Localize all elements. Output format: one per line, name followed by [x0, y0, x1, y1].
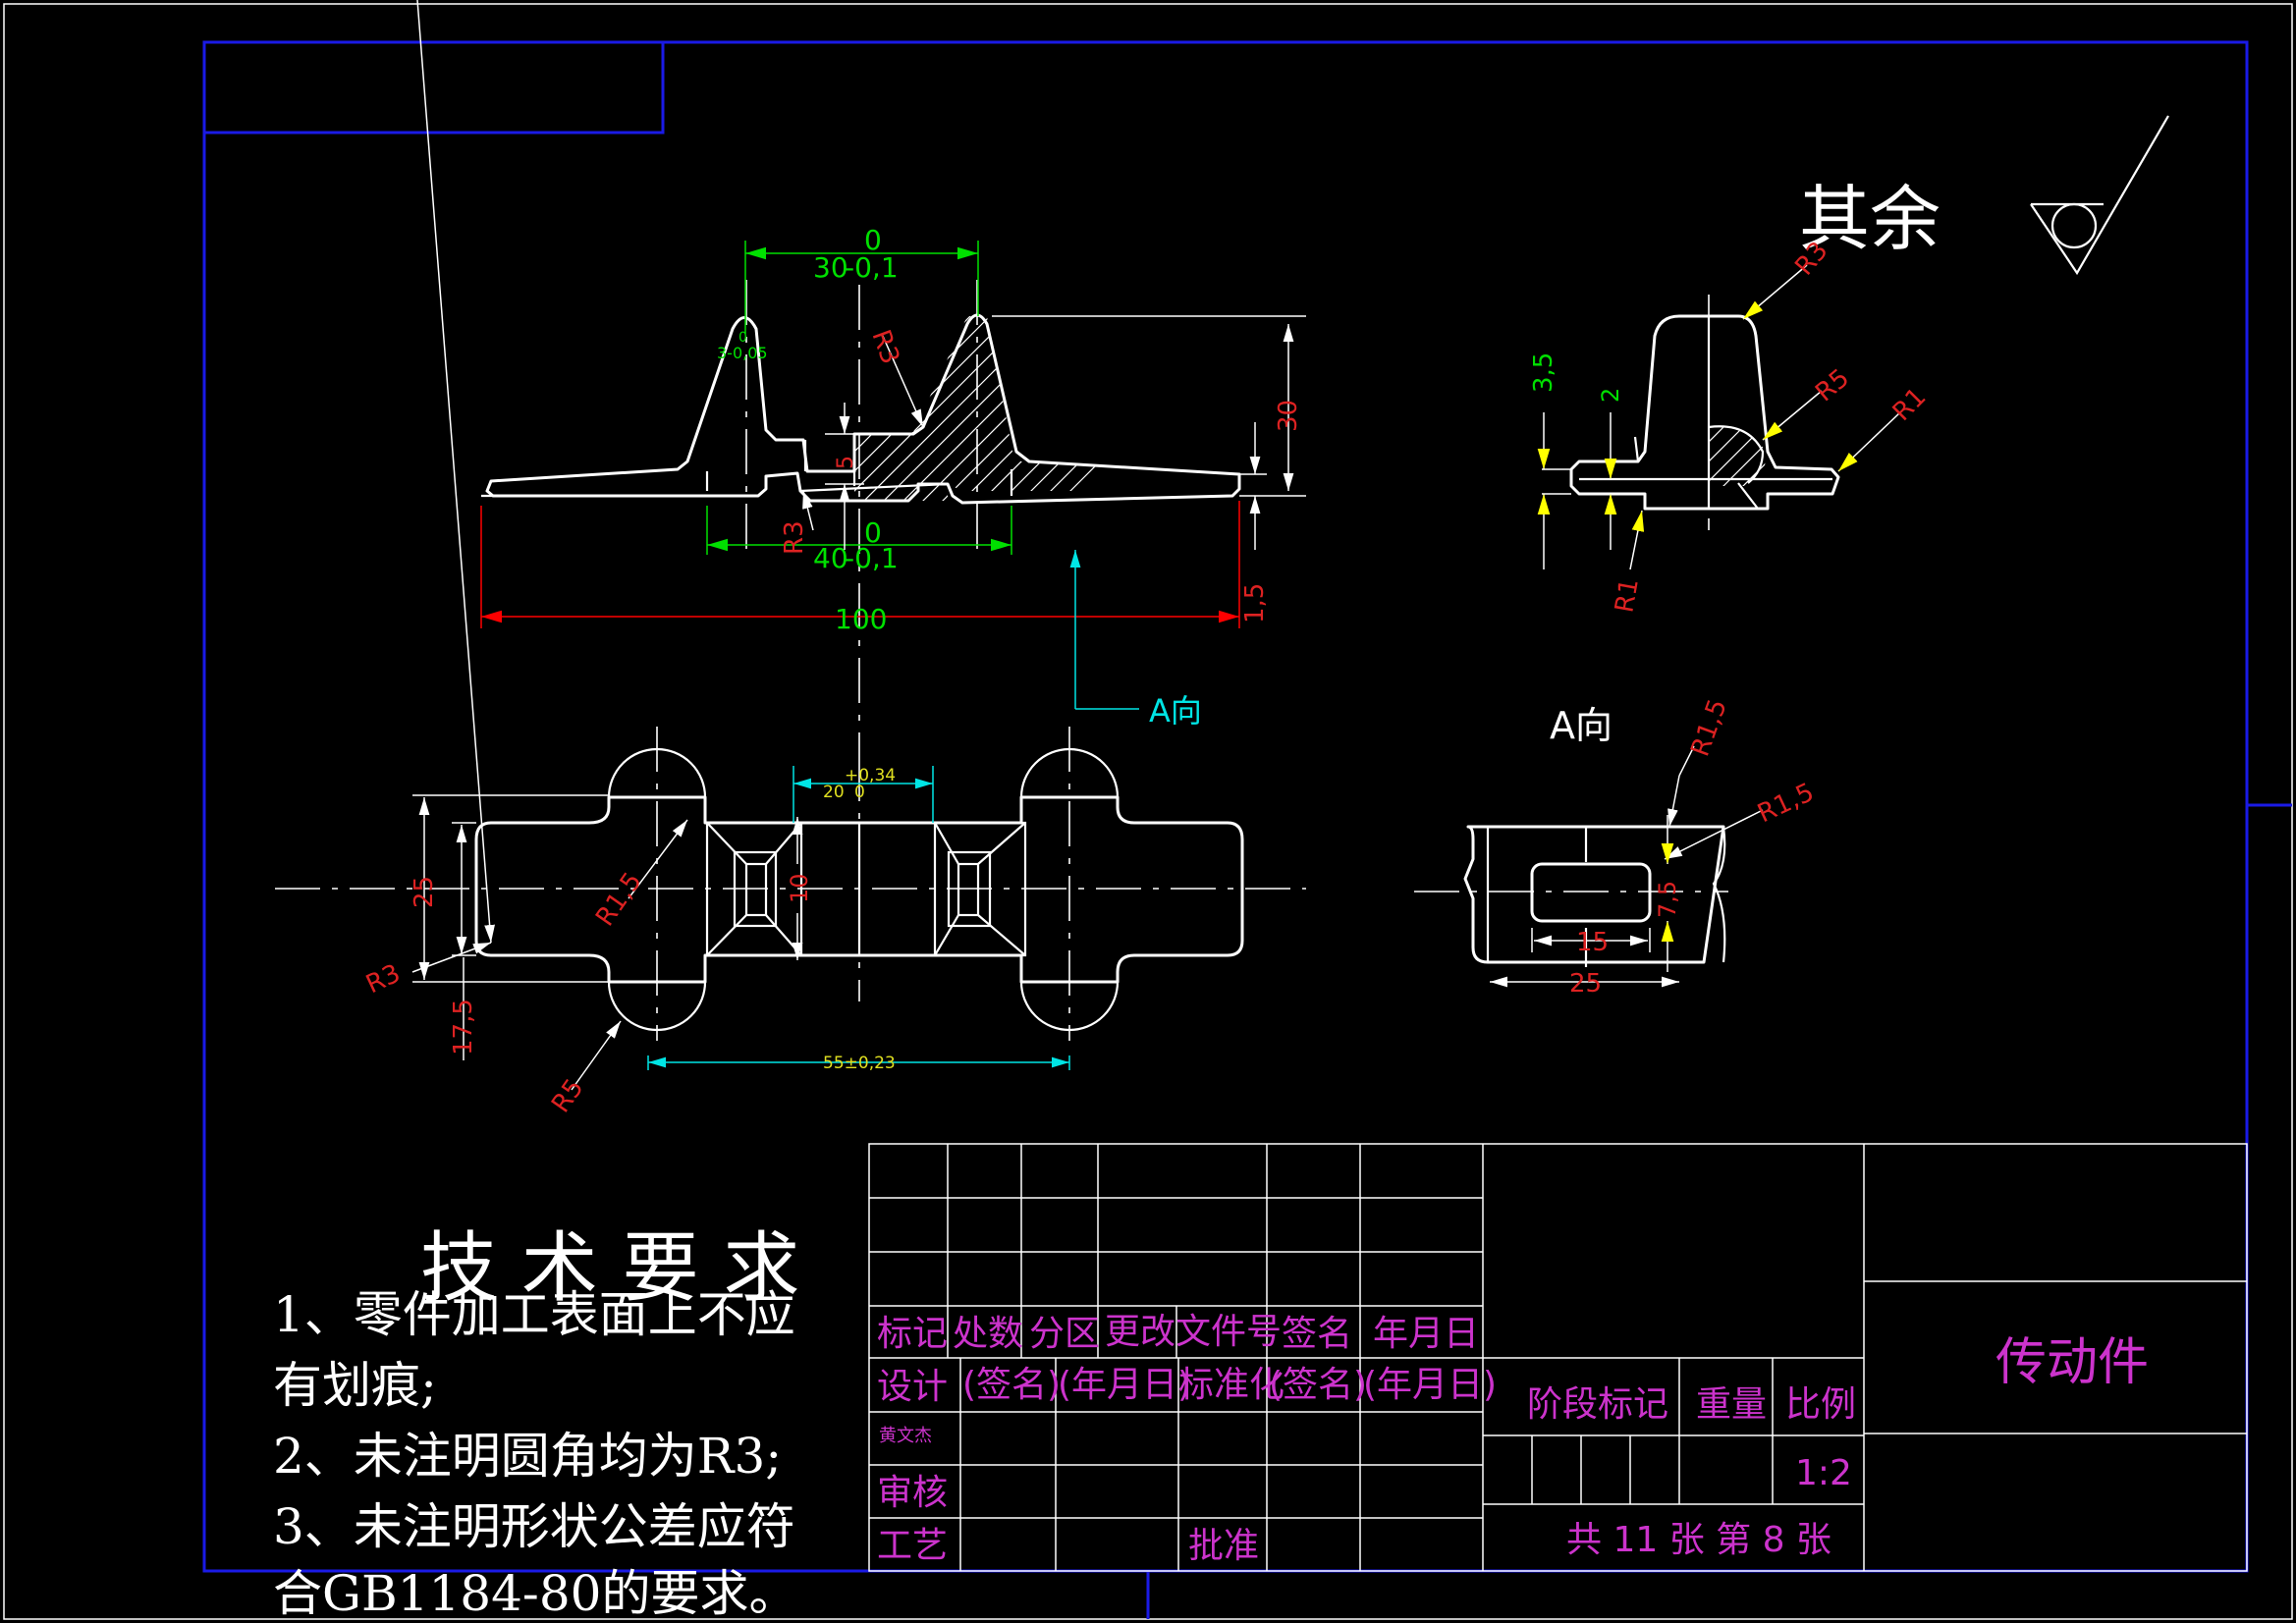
dim-r3-upper: R3	[865, 326, 904, 368]
a-dim-r1-5-top: R1,5	[1685, 695, 1733, 760]
tb-sign: 签名	[1282, 1314, 1352, 1354]
a-view: A向	[1414, 704, 1728, 967]
tb-approve: 批准	[1188, 1526, 1259, 1566]
tb-std-date: (年月日)	[1363, 1365, 1497, 1405]
dim-55: 55±0,23	[823, 1054, 896, 1073]
code-box	[202, 40, 665, 135]
tb-review: 审核	[877, 1473, 948, 1513]
tb-stage-mark: 阶段标记	[1527, 1384, 1668, 1425]
tech-req-title: 技 术 要 求	[420, 1224, 799, 1313]
tb-design-date: (年月日)	[1058, 1365, 1191, 1405]
a-dim-r1-5-side: R1,5	[1753, 778, 1819, 829]
tech-req-line-5: 合GB1184-80的要求。	[273, 1565, 797, 1622]
tb-process: 工艺	[877, 1526, 948, 1566]
tb-std-sign: (签名)	[1269, 1365, 1367, 1405]
tb-standardize: 标准化	[1178, 1365, 1285, 1405]
tb-mark: 标记	[877, 1314, 948, 1354]
side-dim-r1-right: R1	[1887, 382, 1933, 427]
tb-change-doc: 更改文件号	[1105, 1312, 1282, 1352]
dim-30-tol-dn: -0,1	[845, 251, 899, 284]
tech-requirements: 技 术 要 求 1、零件加工表面上不应 有划痕; 2、未注明圆角均为R3; 3、…	[273, 1224, 799, 1622]
dim-r3-lower: R3	[780, 520, 809, 555]
tb-scale-value: 1:2	[1795, 1453, 1852, 1493]
a-dim-25: 25	[1569, 969, 1602, 999]
side-dim-3-5: 3,5	[1529, 352, 1558, 393]
tb-weight: 重量	[1696, 1384, 1767, 1425]
tech-req-line-1: 1、零件加工表面上不应	[273, 1286, 795, 1343]
tb-date: 年月日	[1373, 1314, 1479, 1354]
a-view-dims: R1,5 R1,5 7,5 15 25	[1490, 695, 1819, 999]
dim-40-tol-dn: -0,1	[845, 542, 899, 574]
side-dims: 3,5 2 R3 R5 R1 R1	[1529, 237, 1932, 616]
dim-100: 100	[835, 603, 887, 635]
dim-25-left: 25	[410, 876, 439, 908]
dim-40-tol-up: 0	[864, 516, 882, 549]
tech-req-line-2: 有划痕;	[273, 1357, 437, 1414]
a-dim-15: 15	[1576, 928, 1609, 957]
dim-1-5: 1,5	[1240, 583, 1270, 623]
dim-30-tol-up: 0	[864, 224, 882, 256]
top-dims: 20 +0,34 0 55±0,23 25 17,5 10 R1,5 R3 R5	[361, 0, 1070, 1118]
roughness-symbol: 其余	[1799, 115, 2169, 276]
side-dim-2: 2	[1597, 388, 1624, 403]
tech-req-line-3: 2、未注明圆角均为R3;	[273, 1428, 782, 1485]
side-view	[1569, 295, 1840, 530]
tb-part-name: 传动件	[1995, 1333, 2149, 1392]
dim-3-tol: 3-0,05	[717, 344, 768, 362]
a-view-title: A向	[1550, 704, 1613, 747]
roughness-prefix: 其余	[1799, 178, 1941, 260]
dim-5-small: 5	[834, 456, 858, 469]
dim-40: 40	[813, 542, 848, 574]
dim-r3-left: R3	[361, 959, 405, 1001]
dim-r5-left: R5	[546, 1073, 589, 1118]
dim-r1-5-left: R1,5	[590, 867, 648, 932]
tb-zone: 分区	[1029, 1314, 1100, 1354]
dim-30: 30	[813, 251, 848, 284]
dim-3-tol-up: 0	[738, 330, 747, 346]
dim-17-5: 17,5	[449, 999, 478, 1055]
tb-count: 处数	[953, 1314, 1023, 1354]
tech-req-line-4: 3、未注明形状公差应符	[273, 1498, 795, 1555]
dim-30-height: 30	[1274, 400, 1303, 432]
title-block: 标记 处数 分区 更改文件号 签名 年月日 设计 (签名) (年月日) 标准化 …	[868, 1143, 2248, 1572]
side-dim-r5: R5	[1810, 363, 1855, 407]
dim-20: 20	[823, 783, 845, 802]
dim-20-tol-dn: 0	[854, 783, 865, 802]
view-arrow-label: A向	[1149, 692, 1202, 730]
front-dims: 30 0 -0,1 3-0,05 0 40 0 -0,1 100 30 1,5 …	[480, 224, 1306, 730]
a-dim-7-5: 7,5	[1654, 881, 1681, 918]
tb-sheets: 共 11 张 第 8 张	[1566, 1520, 1831, 1560]
dim-20-tol-up: +0,34	[845, 766, 896, 785]
side-dim-r1-left: R1	[1610, 576, 1645, 615]
tb-design: 设计	[877, 1367, 948, 1407]
tb-design-sign: (签名)	[962, 1365, 1061, 1405]
tb-designer-name: 黄文杰	[879, 1426, 932, 1446]
tb-scale: 比例	[1785, 1384, 1856, 1425]
dim-10: 10	[786, 873, 813, 903]
